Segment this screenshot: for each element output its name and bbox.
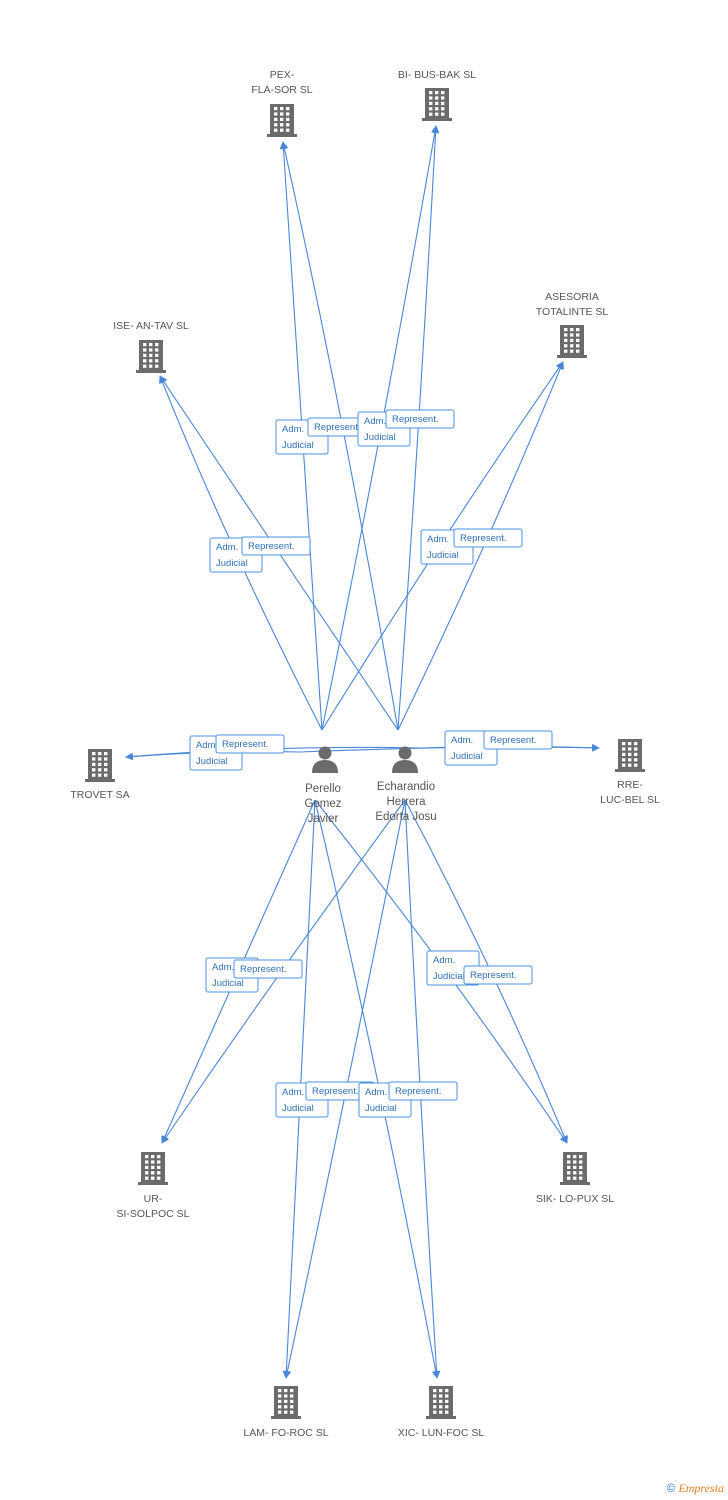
person-name-line: Edorta Josu: [375, 811, 436, 823]
role-tag-text: Judicial: [196, 756, 228, 767]
company-name-line: ASESORIA: [545, 291, 599, 303]
building-icon: [271, 1386, 301, 1419]
building-icon: [85, 749, 115, 782]
company-name-line: FLA-SOR SL: [251, 84, 312, 96]
represent-tag-ise[interactable]: Represent.: [241, 536, 311, 556]
role-tag-text: Represent.: [240, 964, 286, 975]
role-tag-text: Judicial: [282, 440, 314, 451]
person-name-line: Gomez: [304, 798, 341, 810]
represent-tag-rre[interactable]: Represent.: [483, 730, 553, 750]
role-tag-text: Represent.: [470, 970, 516, 981]
person-name-line: Javier: [308, 813, 339, 825]
company-name-line: ISE- AN-TAV SL: [113, 320, 189, 332]
role-tag-text: Represent.: [490, 735, 536, 746]
brand-footer[interactable]: © Empresia: [667, 1481, 724, 1496]
building-icon: [560, 1152, 590, 1185]
role-tag-text: Judicial: [427, 550, 459, 561]
role-tag-text: Represent.: [312, 1086, 358, 1097]
company-name-line: SI-SOLPOC SL: [117, 1208, 190, 1220]
company-name-line: SIK- LO-PUX SL: [536, 1193, 614, 1205]
company-node-ursi[interactable]: UR- SI-SOLPOC SL: [117, 1152, 190, 1220]
role-tag-text: Adm.: [282, 1087, 304, 1098]
role-tag-text: Adm.: [212, 962, 234, 973]
role-tag-text: Represent.: [222, 739, 268, 750]
company-name-line: BI- BUS-BAK SL: [398, 69, 476, 81]
company-name-line: RRE-: [617, 779, 643, 791]
represent-tag-xic[interactable]: Represent.: [388, 1081, 458, 1101]
company-node-trovet[interactable]: TROVET SA: [70, 749, 130, 801]
company-node-sik[interactable]: SIK- LO-PUX SL: [536, 1152, 614, 1205]
building-icon: [136, 340, 166, 373]
represent-tag-trovet[interactable]: Represent.: [215, 734, 285, 754]
company-name-line: LAM- FO-ROC SL: [243, 1427, 328, 1439]
company-name-line: LUC-BEL SL: [600, 794, 660, 806]
person-icon: [312, 746, 338, 773]
role-tag-text: Judicial: [364, 432, 396, 443]
building-icon: [138, 1152, 168, 1185]
role-tag-text: Adm.: [282, 424, 304, 435]
building-icon: [426, 1386, 456, 1419]
role-tag-text: Judicial: [212, 978, 244, 989]
nodes-layer: PEX- FLA-SOR SL BI- BUS-BAK SL ISE- AN-TAV …: [70, 69, 660, 1439]
role-tag-text: Represent.: [395, 1086, 441, 1097]
role-tag-text: Represent.: [248, 541, 294, 552]
company-name-line: XIC- LUN-FOC SL: [398, 1427, 485, 1439]
role-tag-text: Judicial: [282, 1103, 314, 1114]
building-icon: [615, 739, 645, 772]
role-tag-text: Adm.: [433, 955, 455, 966]
company-name-line: UR-: [144, 1193, 163, 1205]
person-name-line: Herrera: [387, 796, 427, 808]
role-tag-text: Judicial: [216, 558, 248, 569]
role-tag-text: Judicial: [451, 751, 483, 762]
company-node-asesoria[interactable]: ASESORIA TOTALINTE SL: [536, 291, 609, 358]
person-icon: [392, 746, 418, 773]
role-tag-text: Represent.: [392, 414, 438, 425]
person-name-line: Perello: [305, 783, 341, 795]
role-tag-text: Represent.: [460, 533, 506, 544]
company-name-line: TOTALINTE SL: [536, 306, 609, 318]
role-tag-text: Adm.: [365, 1087, 387, 1098]
building-icon: [557, 325, 587, 358]
copyright-symbol: ©: [666, 1481, 676, 1495]
role-tag-text: Adm.: [427, 534, 449, 545]
role-tag-text: Represent.: [314, 422, 360, 433]
company-node-rre[interactable]: RRE- LUC-BEL SL: [600, 739, 660, 806]
represent-tag-sik[interactable]: Represent.: [463, 965, 533, 985]
company-node-xic[interactable]: XIC- LUN-FOC SL: [398, 1386, 485, 1439]
represent-tag-asesoria[interactable]: Represent.: [453, 528, 523, 548]
person-name-line: Echarandio: [377, 781, 435, 793]
company-node-bibus[interactable]: BI- BUS-BAK SL: [398, 69, 476, 121]
role-tag-text: Adm.: [216, 542, 238, 553]
company-node-lam[interactable]: LAM- FO-ROC SL: [243, 1386, 329, 1439]
role-tag-text: Adm.: [196, 740, 218, 751]
company-name-line: PEX-: [270, 69, 295, 81]
building-icon: [267, 104, 297, 137]
role-tag-text: Judicial: [433, 971, 465, 982]
company-node-ise[interactable]: ISE- AN-TAV SL: [113, 320, 189, 373]
represent-tag-bibus[interactable]: Represent.: [385, 409, 455, 429]
role-tag-text: Adm.: [364, 416, 386, 427]
brand-logo: Empresia: [678, 1481, 724, 1495]
company-node-pex[interactable]: PEX- FLA-SOR SL: [251, 69, 313, 137]
represent-tag-ursi[interactable]: Represent.: [233, 959, 303, 979]
company-name-line: TROVET SA: [70, 789, 129, 801]
role-tag-text: Judicial: [365, 1103, 397, 1114]
building-icon: [422, 88, 452, 121]
tags-layer: Adm.JudicialRepresent.Adm.JudicialRepres…: [189, 409, 553, 1118]
role-tag-text: Adm.: [451, 735, 473, 746]
